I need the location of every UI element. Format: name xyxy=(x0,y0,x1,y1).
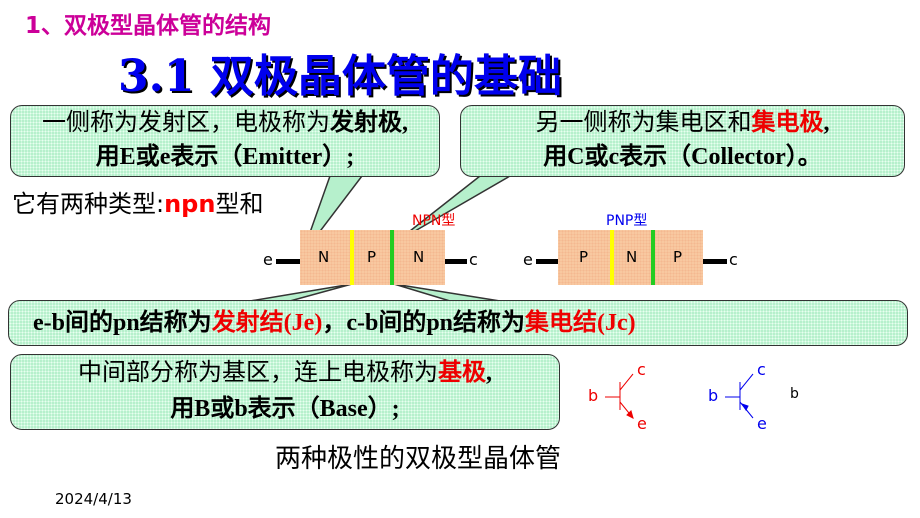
npn-e-lead xyxy=(276,259,300,264)
junction-callout: e-b间的pn结称为发射结(Je)，c-b间的pn结称为集电结(Jc) xyxy=(8,300,908,346)
npn-emitter-junction xyxy=(350,230,354,285)
pnp-layer-1: P xyxy=(579,248,589,266)
junction-text-2: ，c-b间的pn结称为 xyxy=(322,310,526,336)
pnp-c-terminal: c xyxy=(729,250,738,269)
collector-junction-label: 集电结(Jc) xyxy=(525,310,636,336)
pnp-emitter-junction xyxy=(610,230,614,285)
npn-c-terminal: c xyxy=(469,250,478,269)
base-highlight: 基极 xyxy=(438,360,486,386)
collector-line2: 用C或c表示（Collector）。 xyxy=(543,144,822,170)
pnp-collector-junction xyxy=(651,230,655,285)
pnp-e-terminal: e xyxy=(523,250,533,269)
pnp-e-lead xyxy=(536,259,558,264)
junction-callout-tail-1 xyxy=(249,283,353,302)
intro-text: 它有两种类型:npn型和 xyxy=(12,184,263,219)
pnp-layer-2: N xyxy=(626,248,638,266)
emitter-highlight: 发射极 xyxy=(330,110,402,136)
pnp-c-lead xyxy=(703,259,727,264)
emitter-callout: 一侧称为发射区，电极称为发射极, 用E或e表示（Emitter）; xyxy=(10,105,440,177)
pnp-symbol-icon xyxy=(725,373,754,419)
npn-symbol-e: e xyxy=(637,414,647,433)
pnp-layer-3: P xyxy=(673,248,683,266)
base-line2: 用B或b表示（Base）; xyxy=(170,396,400,422)
emitter-line2: 用E或e表示（Emitter）; xyxy=(95,144,355,170)
npn-symbol-c: c xyxy=(637,360,646,379)
collector-highlight: 集电极 xyxy=(751,110,824,136)
intro-suffix: 型和 xyxy=(215,190,264,218)
section-subtitle: 1、双极型晶体管的结构 xyxy=(25,13,272,39)
intro-label: 它有两种类型: xyxy=(12,190,165,218)
npn-collector-junction xyxy=(390,230,394,285)
base-line1: 中间部分称为基区，连上电极称为 xyxy=(78,360,438,386)
emitter-punct: , xyxy=(402,110,408,136)
pnp-block: P N P xyxy=(558,230,703,285)
slide-title: 3.1 双极晶体管的基础 xyxy=(118,51,562,102)
collector-line1: 另一侧称为集电区和 xyxy=(535,110,752,136)
base-punct: , xyxy=(486,360,492,386)
pnp-symbol-c: c xyxy=(757,360,766,379)
collector-callout: 另一侧称为集电区和集电极, 用C或c表示（Collector）。 xyxy=(460,105,905,177)
pnp-label: PNP型 xyxy=(606,213,648,229)
pnp-symbol-b: b xyxy=(708,386,719,405)
npn-c-lead xyxy=(445,259,467,264)
figure-caption: 两种极性的双极型晶体管 xyxy=(275,444,562,474)
emitter-line1: 一侧称为发射区，电极称为 xyxy=(42,110,330,136)
junction-callout-tail-2 xyxy=(393,283,501,302)
npn-e-terminal: e xyxy=(263,250,273,269)
slide-date: 2024/4/13 xyxy=(55,490,132,508)
npn-layer-2: P xyxy=(367,248,377,266)
npn-symbol-b: b xyxy=(588,386,599,405)
collector-punct: , xyxy=(823,110,830,136)
intro-highlight: npn xyxy=(164,190,216,218)
npn-layer-3: N xyxy=(413,248,425,266)
npn-layer-1: N xyxy=(318,248,330,266)
npn-block: N P N xyxy=(300,230,445,285)
pnp-symbol-b-top: b xyxy=(790,386,799,402)
junction-text-1: e-b间的pn结称为 xyxy=(33,310,212,336)
npn-symbol-icon xyxy=(605,373,634,419)
pnp-symbol-e: e xyxy=(757,414,767,433)
base-callout: 中间部分称为基区，连上电极称为基极, 用B或b表示（Base）; xyxy=(10,354,560,430)
emitter-junction-label: 发射结(Je) xyxy=(211,310,323,336)
npn-label: NPN型 xyxy=(412,213,456,229)
